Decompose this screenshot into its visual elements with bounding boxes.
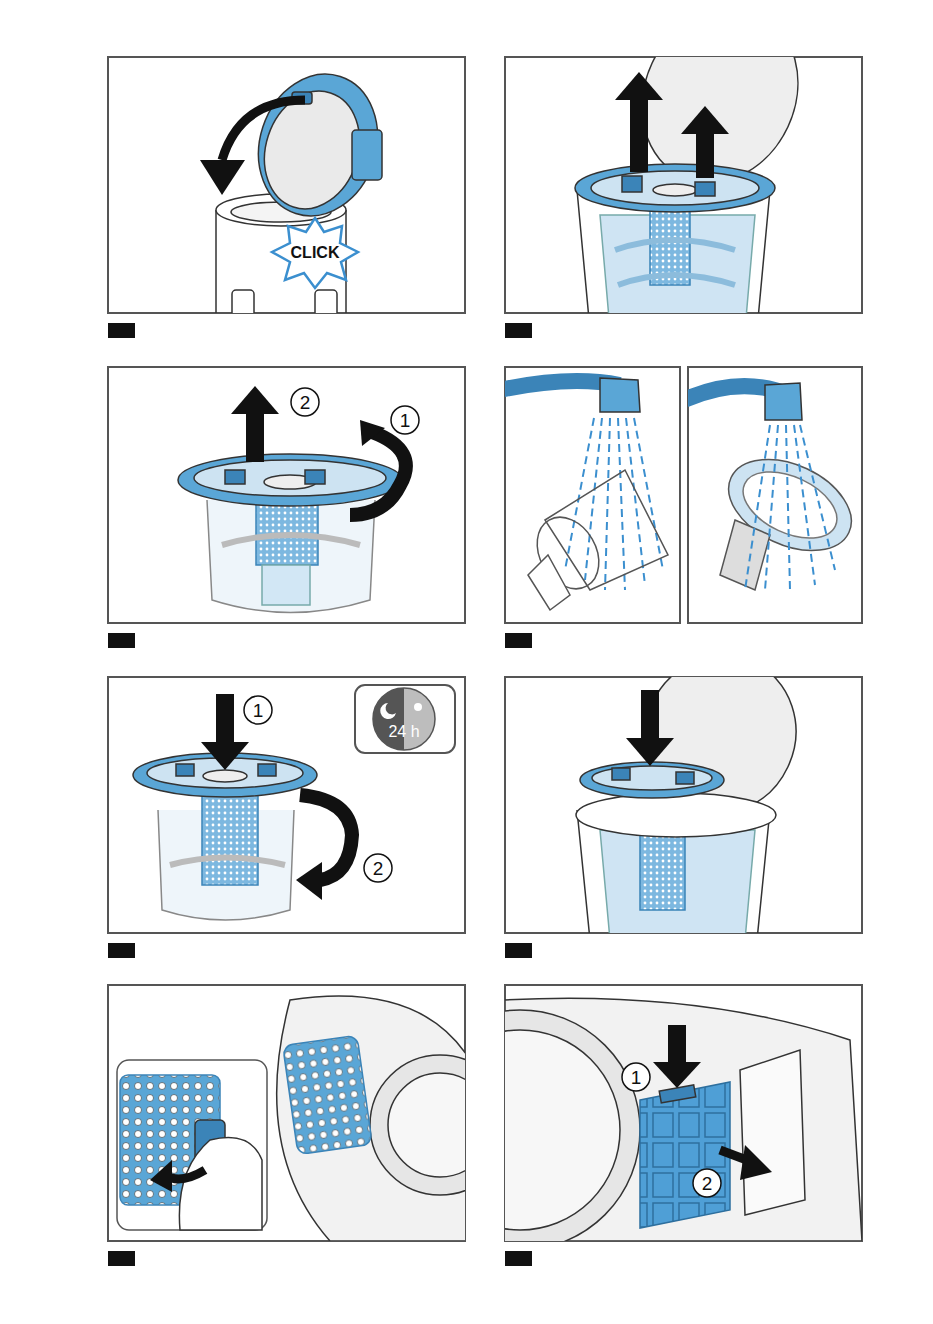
click-sound-label: CLICK [291, 245, 340, 261]
callout-number: 2 [300, 393, 311, 412]
callout-number: 1 [253, 701, 264, 720]
callout-number: 2 [702, 1174, 713, 1193]
callout-number: 2 [373, 859, 384, 878]
drying-time-label: 24 h [388, 724, 419, 740]
callout-number: 1 [400, 411, 411, 430]
callout-number: 1 [631, 1068, 642, 1087]
